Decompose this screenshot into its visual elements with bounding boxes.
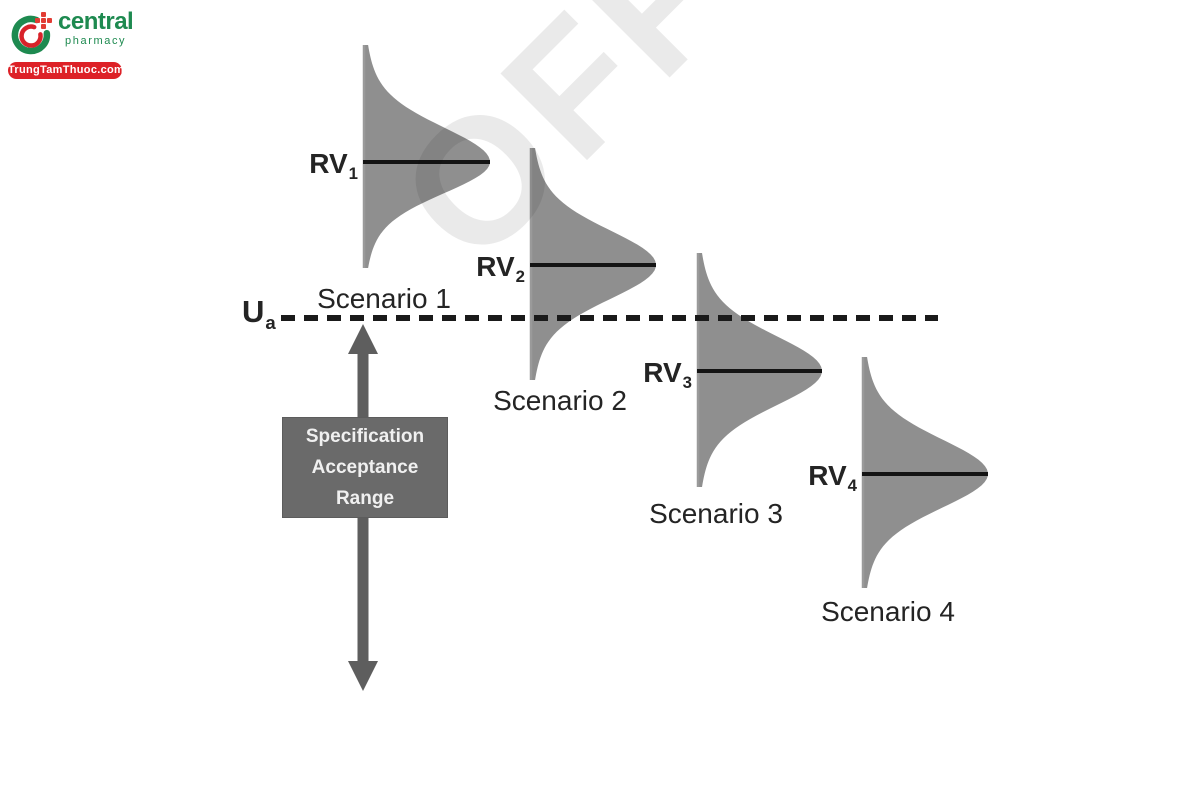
logo-subbrand-text: pharmacy xyxy=(65,35,127,47)
spec-acceptance-box: Specification Acceptance Range xyxy=(282,417,448,518)
rv-label-3: RV3 xyxy=(643,357,692,392)
plus-icon xyxy=(35,12,52,29)
logo-brand-text: central xyxy=(58,8,134,35)
spec-box-line: Range xyxy=(335,488,395,509)
distribution-curve-1 xyxy=(363,45,490,268)
scenario-label-2: Scenario 2 xyxy=(493,385,627,416)
scenario-label-3: Scenario 3 xyxy=(649,498,783,529)
ua-label: Ua xyxy=(242,294,276,333)
logo-badge: TrungTamThuoc.com xyxy=(8,62,124,79)
rv-label-4: RV4 xyxy=(808,460,857,495)
scenario-label-4: Scenario 4 xyxy=(821,596,955,627)
spec-box-line: Specification xyxy=(305,426,425,447)
spec-box-line: Acceptance xyxy=(311,457,419,478)
rv-label-1: RV1 xyxy=(309,148,358,183)
pharmacy-logo: central pharmacy TrungTamThuoc.com xyxy=(8,10,138,82)
rv-label-2: RV2 xyxy=(476,251,525,286)
scenario-label-1: Scenario 1 xyxy=(317,283,451,314)
pharmacy-logo-icon xyxy=(8,10,56,65)
